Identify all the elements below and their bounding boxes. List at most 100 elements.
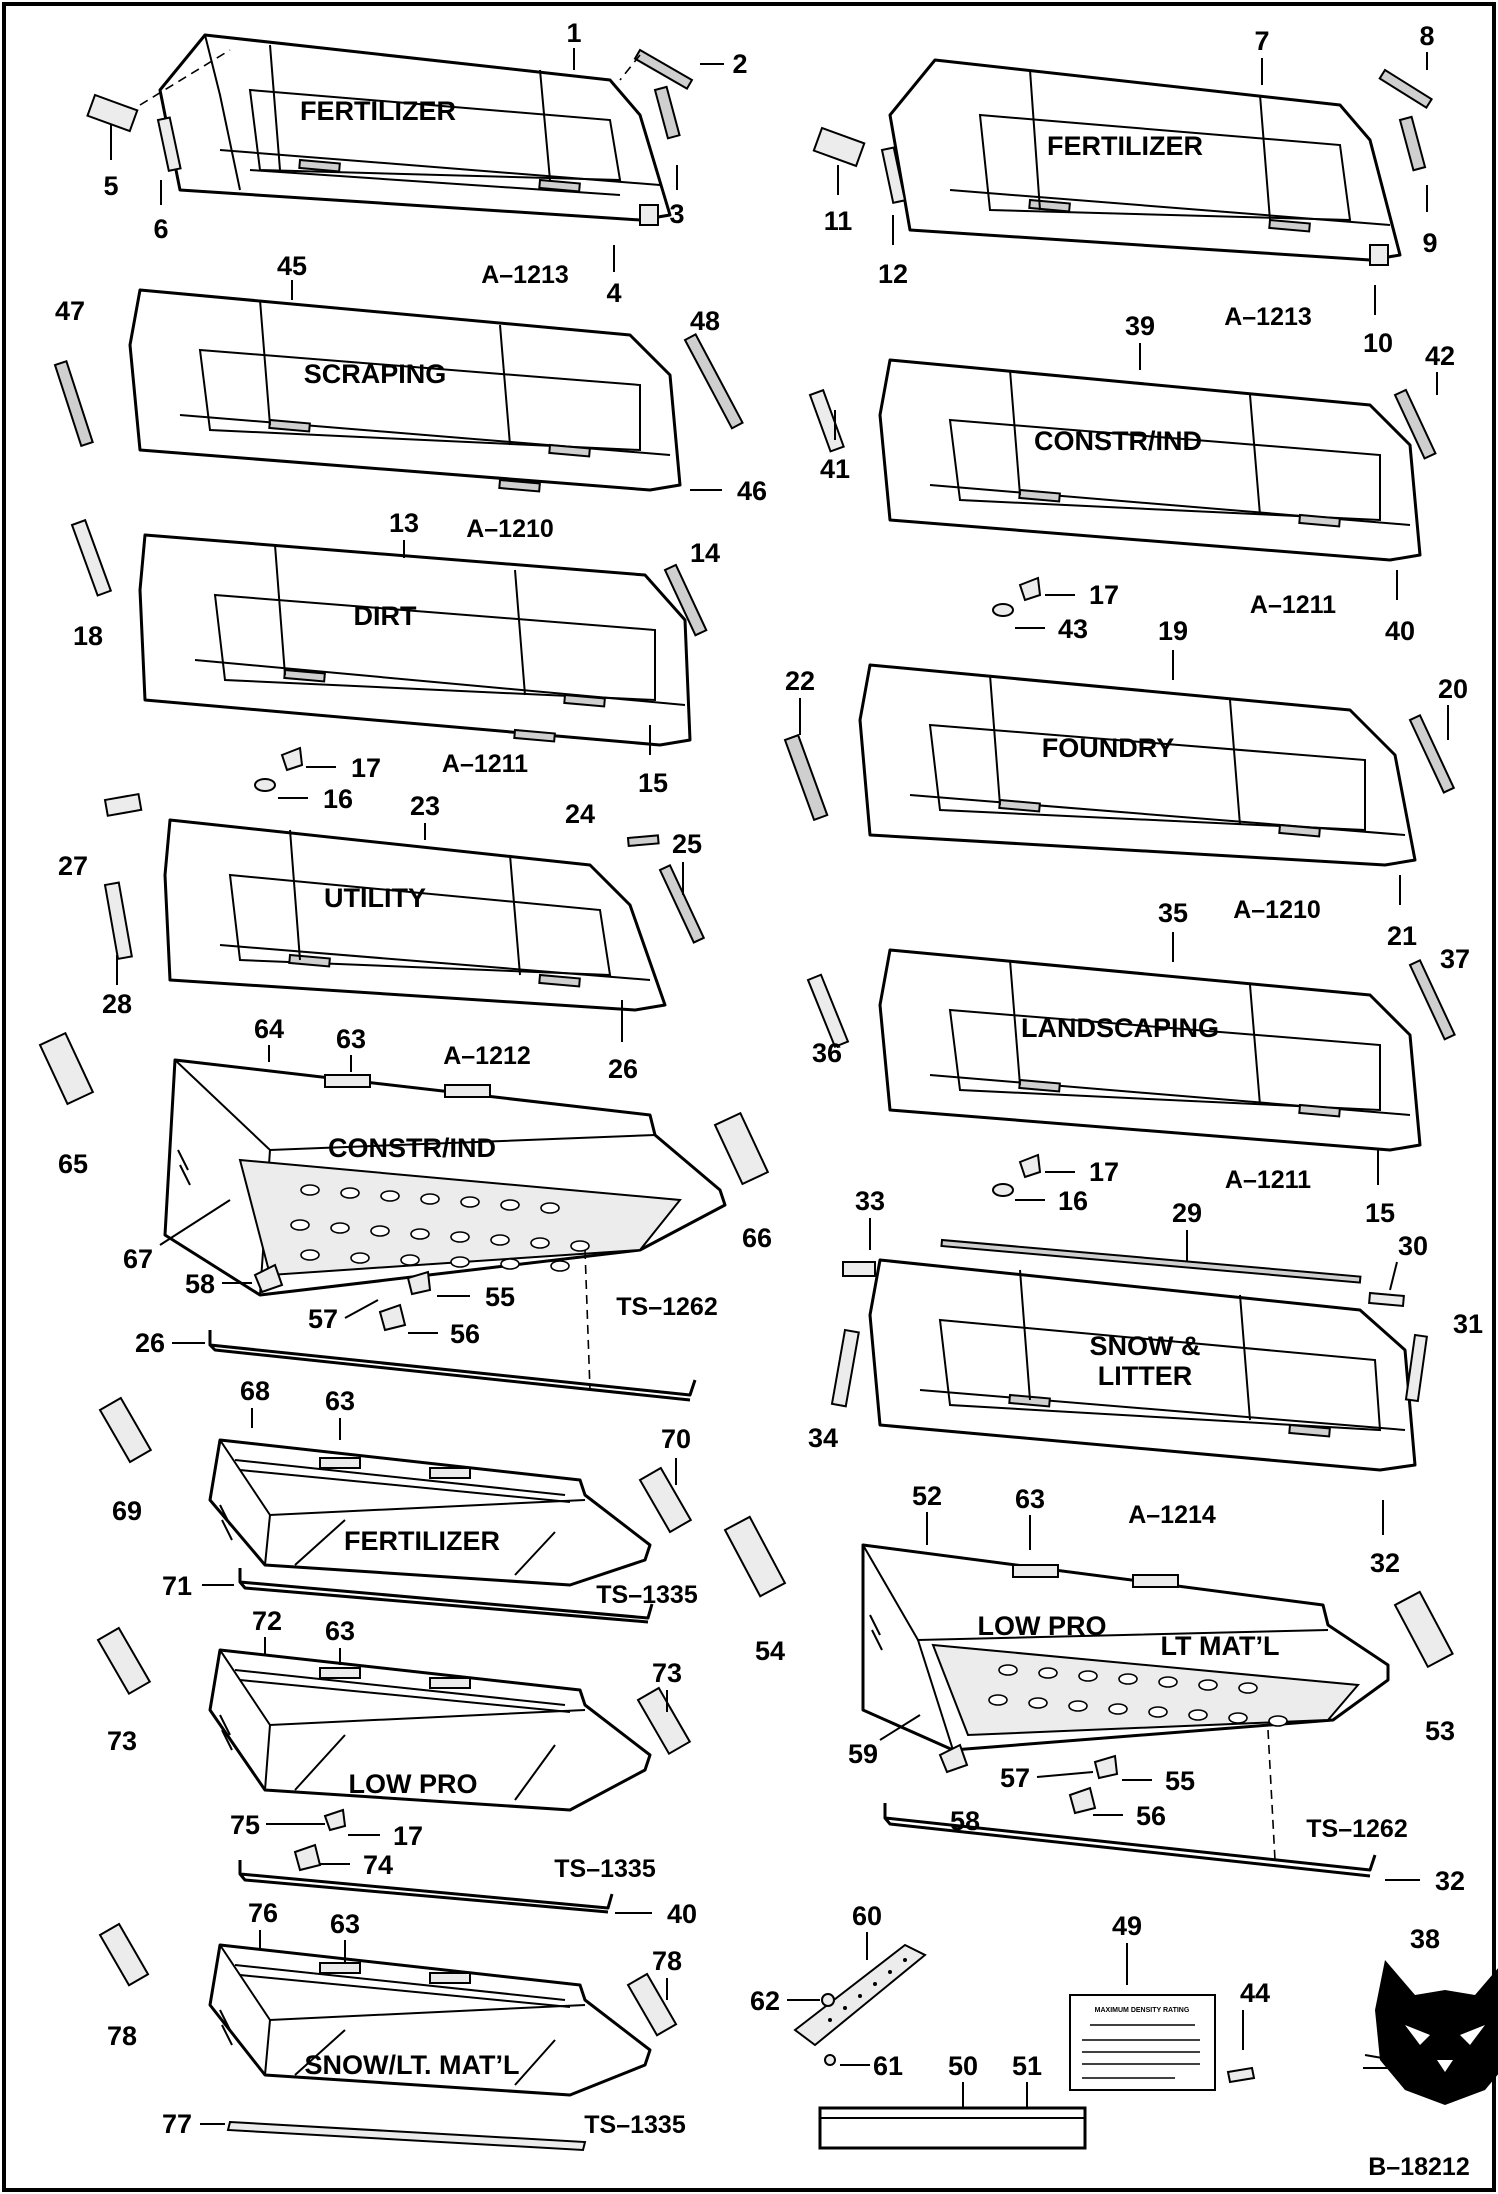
part-16-pin-landscaping	[992, 1183, 1014, 1197]
callout-28: 28	[102, 989, 132, 1019]
callout-17-b: 17	[351, 753, 381, 783]
callout-30: 30	[1398, 1231, 1428, 1261]
callout-39: 39	[1125, 311, 1155, 341]
callout-22: 22	[785, 666, 815, 696]
callout-63-a: 63	[336, 1024, 366, 1054]
callout-63-c: 63	[1015, 1484, 1045, 1514]
part-20-wear-strip	[1408, 714, 1456, 794]
bucket-low-pro-lt-matl	[861, 1543, 1390, 1752]
part-12-side-strip	[880, 146, 907, 205]
callout-56-b: 56	[1136, 1801, 1166, 1831]
bucket-fertilizer-right	[888, 58, 1402, 266]
callout-23: 23	[410, 791, 440, 821]
callout-4: 4	[606, 278, 621, 308]
callout-3: 3	[669, 199, 684, 229]
callout-31: 31	[1453, 1309, 1483, 1339]
drawing-number: B–18212	[1368, 2153, 1469, 2181]
ref-ts1335-fertilizer: TS–1335	[596, 1581, 698, 1609]
part-24-bolt	[626, 834, 660, 848]
bucket-name-fertilizer-right: FERTILIZER	[1047, 131, 1203, 161]
part-27-side-strip	[103, 792, 143, 817]
callout-34: 34	[808, 1423, 838, 1453]
callout-44: 44	[1240, 1978, 1270, 2008]
bucket-name-constr-ind-top: CONSTR/IND	[1034, 426, 1202, 456]
part-74-tooth	[293, 1843, 322, 1872]
callout-55-b: 55	[1165, 1766, 1195, 1796]
leader-2	[619, 54, 641, 81]
callout-14: 14	[690, 538, 720, 568]
callout-73-b: 73	[652, 1658, 682, 1688]
callout-69: 69	[112, 1496, 142, 1526]
part-37-wear-strip	[1408, 959, 1456, 1041]
bucket-name-utility: UTILITY	[324, 883, 426, 913]
part-44-bolt	[1226, 2066, 1256, 2084]
callout-78-b: 78	[652, 1946, 682, 1976]
part-50-51-bar	[818, 2106, 1087, 2150]
part-56-tooth-low-pro	[1068, 1786, 1097, 1815]
bucket-name-landscaping: LANDSCAPING	[1021, 1013, 1219, 1043]
bucket-snow-lt-matl	[208, 1943, 652, 2097]
callout-11: 11	[824, 206, 853, 236]
cutting-edge-plate	[793, 1943, 927, 2066]
part-65-side-strip	[38, 1031, 95, 1106]
callout-58-b: 58	[950, 1806, 980, 1836]
ref-a1211-constr: A–1211	[1250, 591, 1336, 619]
callout-41: 41	[820, 454, 850, 484]
part-78-side-strip-right	[626, 1972, 678, 2037]
callout-64: 64	[254, 1014, 284, 1044]
bucket-name-fertilizer-low: FERTILIZER	[344, 1526, 500, 1556]
part-78-side-strip-left	[98, 1922, 150, 1987]
callout-2: 2	[732, 49, 747, 79]
part-5-side-strip	[86, 93, 139, 133]
callout-73-a: 73	[107, 1726, 137, 1756]
callout-52: 52	[912, 1481, 942, 1511]
callout-72: 72	[252, 1606, 282, 1636]
bucket-foundry	[858, 663, 1417, 867]
callout-53: 53	[1425, 1716, 1455, 1746]
part-28-side-strip	[103, 881, 133, 961]
part-48-wear-strip	[683, 333, 744, 430]
bucket-landscaping	[878, 948, 1422, 1152]
callout-46: 46	[737, 476, 767, 506]
decal-title: MAXIMUM DENSITY RATING	[1095, 2007, 1190, 2014]
callout-38: 38	[1410, 1924, 1440, 1954]
part-16-pin-dirt	[254, 778, 276, 792]
callout-71: 71	[162, 1571, 192, 1601]
part-56-tooth	[378, 1303, 407, 1332]
callout-49: 49	[1112, 1911, 1142, 1941]
part-17-tooth-dirt	[280, 746, 304, 772]
part-22-side-strip	[783, 733, 829, 822]
callout-32-b: 32	[1435, 1866, 1465, 1896]
callout-36: 36	[812, 1038, 842, 1068]
leader-59	[879, 1714, 921, 1741]
bucket-constr-ind-top	[878, 358, 1422, 562]
callout-5: 5	[103, 171, 118, 201]
bucket-name-snow-lt-matl: SNOW/LT. MAT’L	[305, 2050, 520, 2080]
callout-68: 68	[240, 1376, 270, 1406]
callout-43: 43	[1058, 614, 1088, 644]
callout-63-e: 63	[330, 1909, 360, 1939]
bobcat-logo	[1363, 1960, 1498, 2105]
callout-17-c: 17	[1089, 1157, 1119, 1187]
callout-40: 40	[1385, 616, 1415, 646]
part-34-side-strip	[830, 1328, 860, 1408]
part-6-side-strip	[156, 116, 182, 173]
ref-ts1262-constr: TS–1262	[616, 1293, 717, 1321]
ref-ts1262-low-pro: TS–1262	[1306, 1815, 1407, 1843]
part-32-cutting-edge	[883, 1803, 1377, 1878]
part-36-side-strip	[806, 973, 850, 1049]
callout-57-a: 57	[308, 1304, 338, 1334]
bucket-fertilizer-left	[158, 33, 672, 226]
part-18-side-strip	[70, 518, 113, 597]
callout-47: 47	[55, 296, 85, 326]
callout-17-d: 17	[393, 1821, 423, 1851]
ref-a1211-dirt: A–1211	[442, 750, 528, 778]
callout-10: 10	[1363, 328, 1393, 358]
callout-62: 62	[750, 1986, 780, 2016]
bucket-name-low-pro-lt-2: LT MAT’L	[1161, 1631, 1280, 1661]
leader-30	[1389, 1261, 1398, 1291]
callout-42: 42	[1425, 341, 1455, 371]
bucket-name-snow-litter-2: LITTER	[1098, 1361, 1193, 1391]
leader-67	[159, 1199, 231, 1246]
callout-54: 54	[755, 1636, 785, 1666]
